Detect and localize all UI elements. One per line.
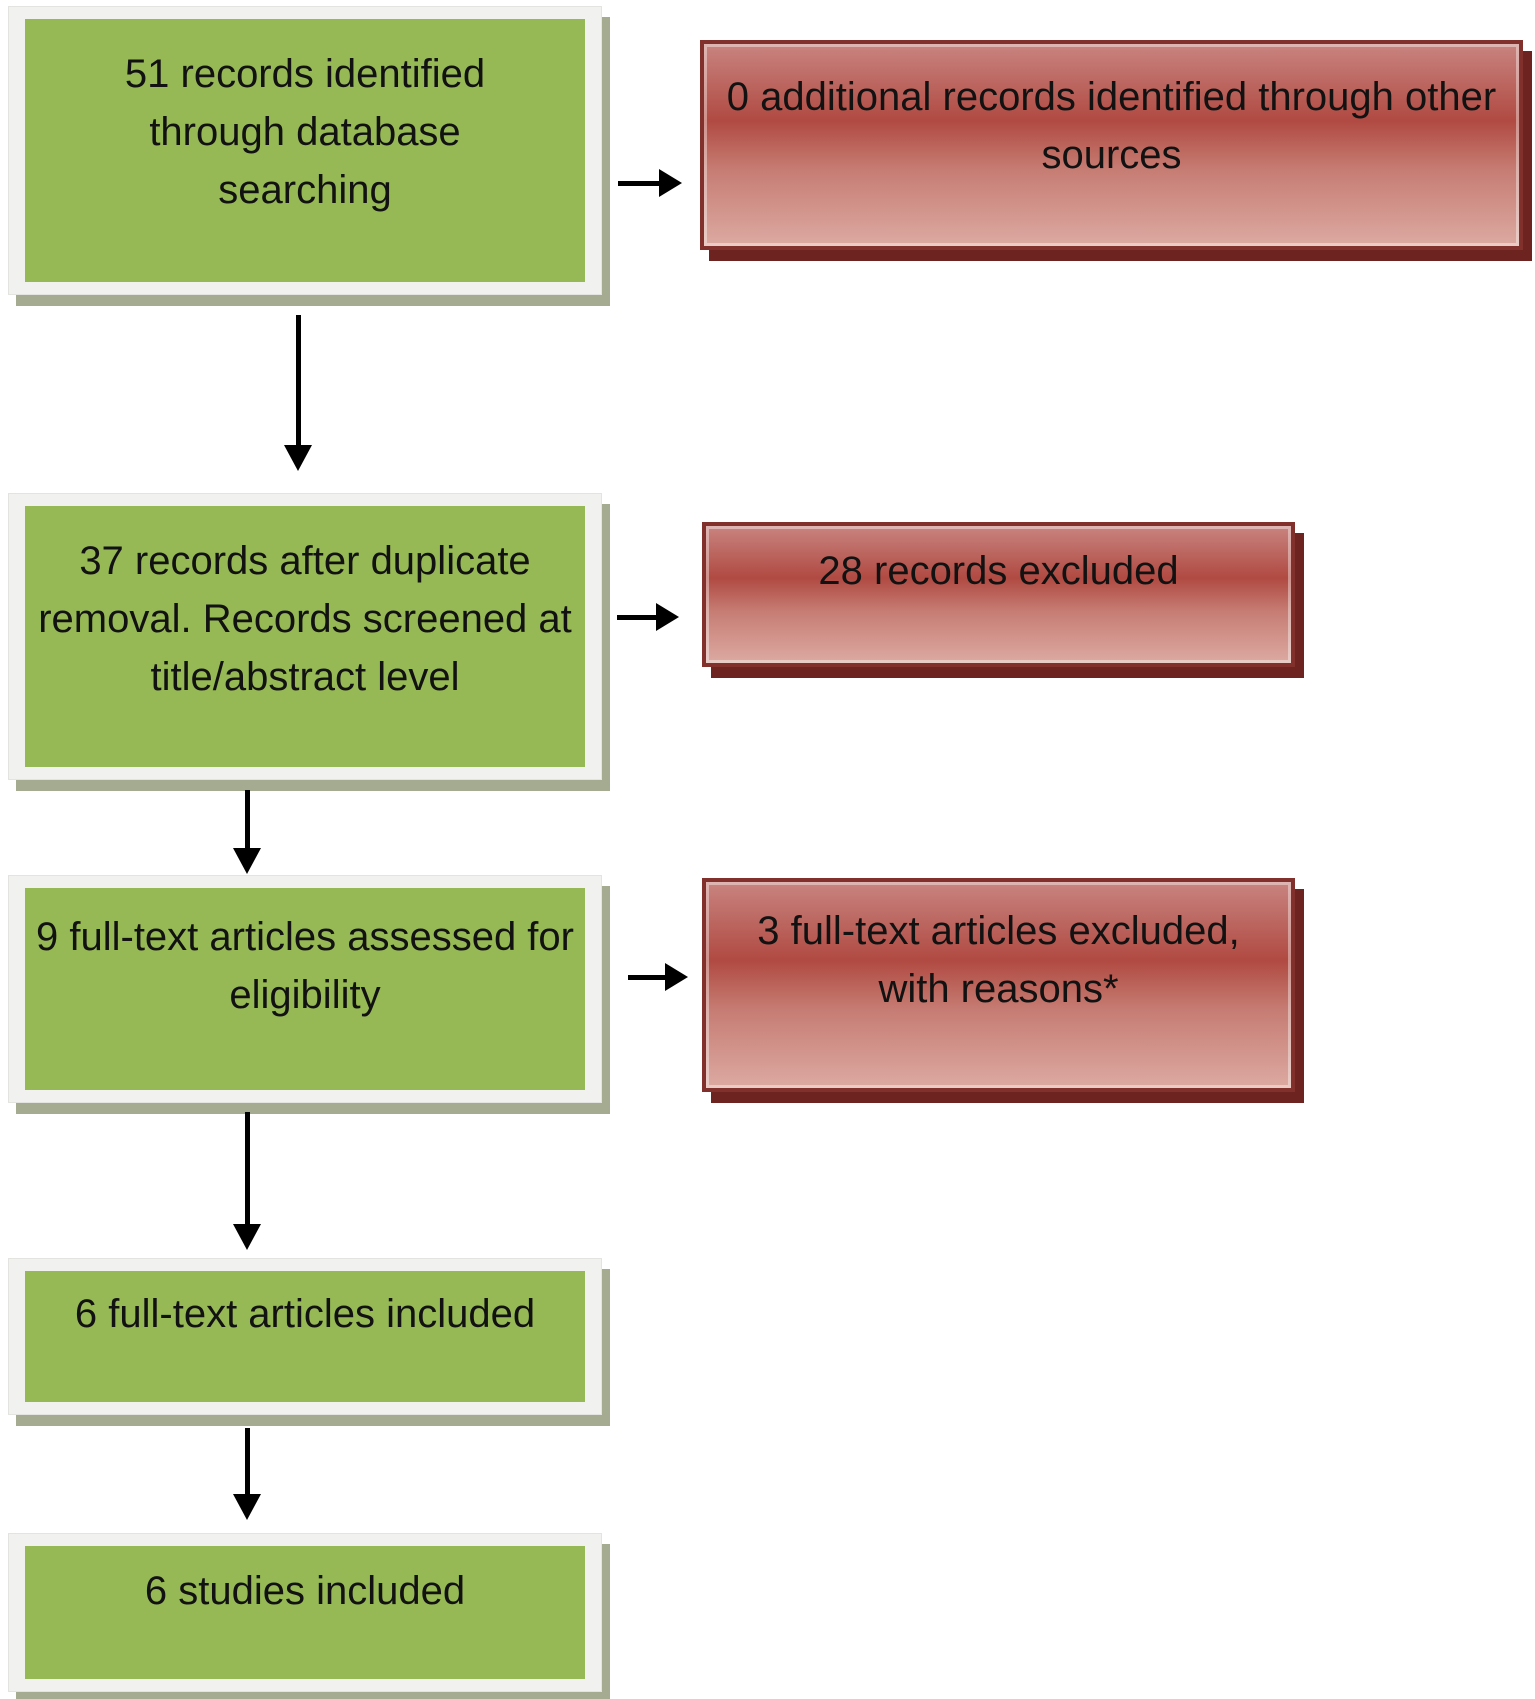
box-records-screened: 37 records after duplicate removal. Reco… bbox=[8, 493, 602, 780]
box-fulltext-assessed: 9 full-text articles assessed for eligib… bbox=[8, 875, 602, 1103]
box-additional-records: 0 additional records identified through … bbox=[700, 40, 1523, 250]
box-fulltext-assessed-fill: 9 full-text articles assessed for eligib… bbox=[25, 888, 585, 1090]
box-fulltext-included-fill: 6 full-text articles included bbox=[25, 1271, 585, 1402]
arrow-head-icon bbox=[284, 445, 312, 471]
box-additional-records-label: 0 additional records identified through … bbox=[726, 75, 1497, 177]
box-records-screened-label: 37 records after duplicate removal. Reco… bbox=[38, 539, 572, 699]
box-studies-included: 6 studies included bbox=[8, 1533, 602, 1692]
arrow-shaft bbox=[628, 975, 668, 980]
box-fulltext-assessed-label: 9 full-text articles assessed for eligib… bbox=[36, 915, 574, 1017]
box-records-excluded-label: 28 records excluded bbox=[818, 549, 1179, 593]
arrow-shaft bbox=[245, 1112, 250, 1226]
arrow-shaft bbox=[245, 1428, 250, 1496]
arrow-head-icon bbox=[659, 169, 682, 197]
box-records-excluded: 28 records excluded bbox=[702, 522, 1295, 667]
box-fulltext-excluded-label: 3 full-text articles excluded, with reas… bbox=[757, 909, 1240, 1011]
box-records-identified-label: 51 records identified through database s… bbox=[124, 52, 486, 212]
box-records-screened-fill: 37 records after duplicate removal. Reco… bbox=[25, 506, 585, 767]
arrow-shaft bbox=[296, 315, 301, 447]
arrow-head-icon bbox=[233, 848, 261, 874]
arrow-head-icon bbox=[665, 963, 688, 991]
box-fulltext-included-label: 6 full-text articles included bbox=[74, 1292, 536, 1336]
box-studies-included-label: 6 studies included bbox=[144, 1569, 466, 1613]
box-studies-included-fill: 6 studies included bbox=[25, 1546, 585, 1679]
arrow-head-icon bbox=[233, 1494, 261, 1520]
box-fulltext-excluded: 3 full-text articles excluded, with reas… bbox=[702, 878, 1295, 1092]
arrow-shaft bbox=[617, 615, 659, 620]
arrow-shaft bbox=[618, 181, 662, 186]
arrow-head-icon bbox=[656, 603, 679, 631]
box-fulltext-included: 6 full-text articles included bbox=[8, 1258, 602, 1415]
box-records-identified: 51 records identified through database s… bbox=[8, 6, 602, 295]
arrow-head-icon bbox=[233, 1224, 261, 1250]
box-records-identified-fill: 51 records identified through database s… bbox=[25, 19, 585, 282]
arrow-shaft bbox=[245, 790, 250, 850]
